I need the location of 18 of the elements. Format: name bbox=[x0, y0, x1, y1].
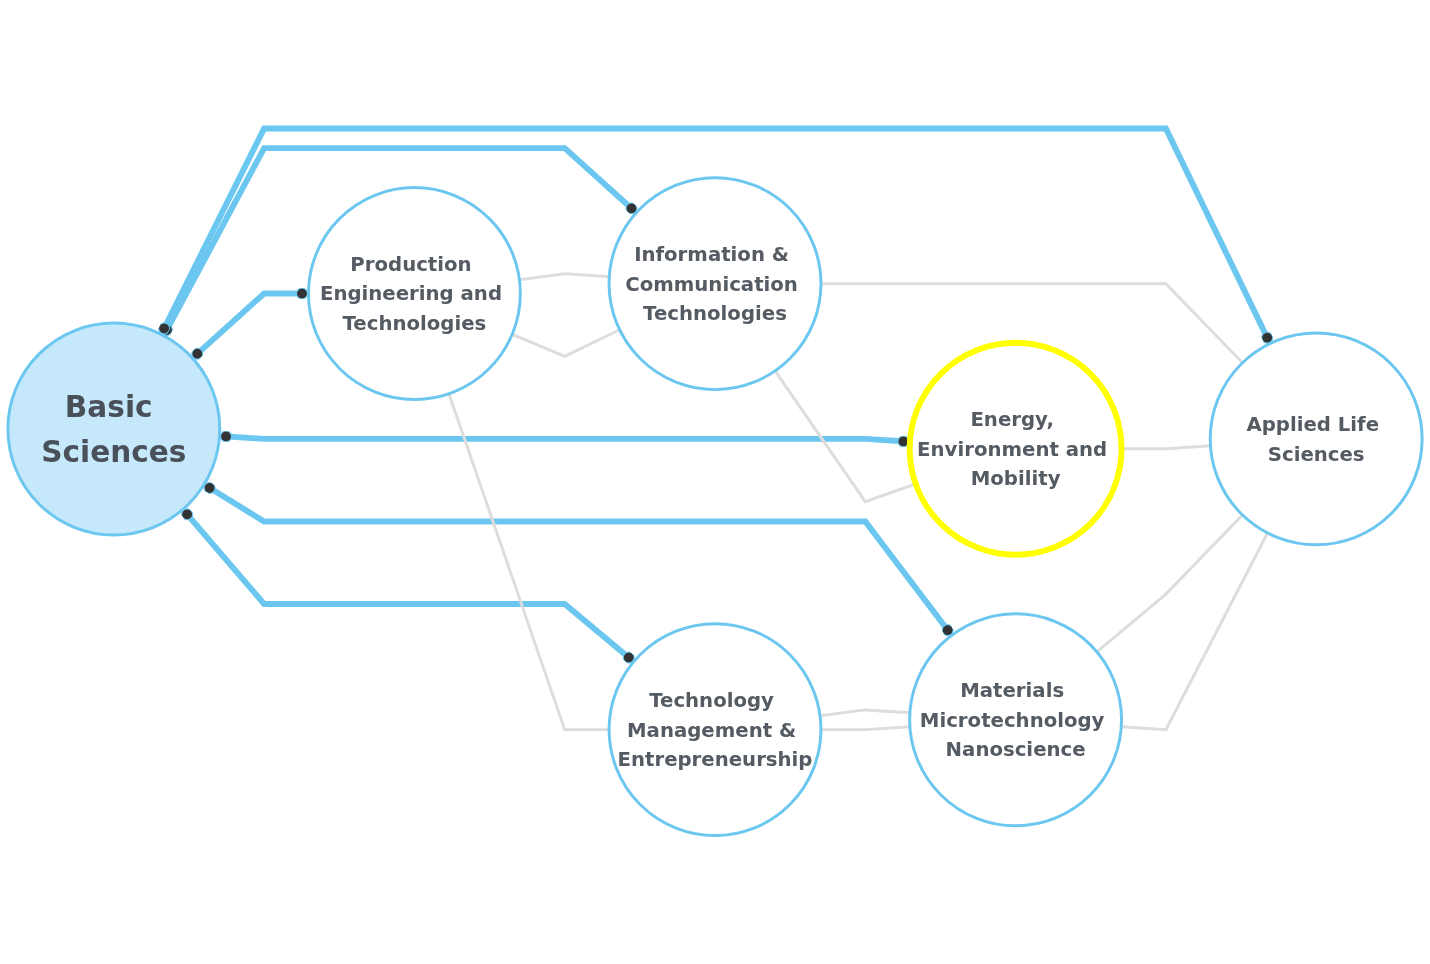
connector bbox=[511, 328, 621, 358]
node-circle: Energy, Environment and Mobility bbox=[906, 339, 1125, 558]
node-circle: Information & Communication Technologies bbox=[607, 176, 823, 392]
node-circle: Applied Life Sciences bbox=[1208, 331, 1424, 547]
connector bbox=[447, 393, 610, 732]
connector bbox=[180, 507, 636, 664]
connector bbox=[190, 287, 309, 361]
node-circle: Basic Sciences bbox=[6, 321, 222, 537]
connector bbox=[519, 272, 610, 282]
node-circle: Materials Microtechnology Nanoscience bbox=[908, 612, 1123, 828]
connector bbox=[820, 282, 1244, 364]
connector bbox=[820, 725, 910, 732]
node-circle: Production Engineering and Technologies bbox=[307, 186, 522, 401]
connector bbox=[1095, 513, 1244, 653]
node-circle: Technology Management & Entrepreneurship bbox=[607, 622, 823, 838]
connector bbox=[158, 125, 1274, 345]
connector bbox=[202, 481, 954, 638]
connector bbox=[1121, 532, 1269, 732]
